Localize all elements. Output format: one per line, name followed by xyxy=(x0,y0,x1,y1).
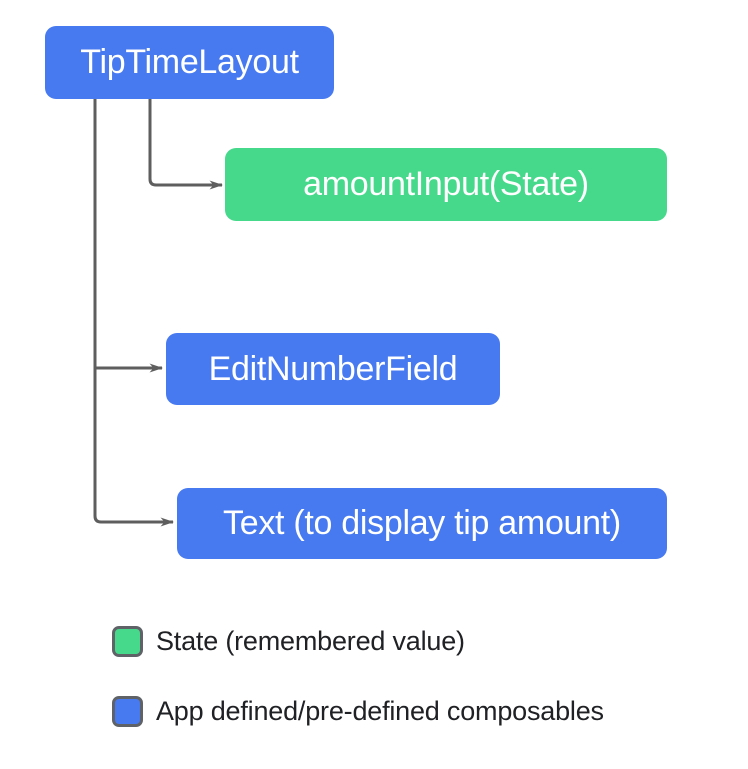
legend-swatch-state-green xyxy=(112,626,143,657)
legend-label-composables: App defined/pre-defined composables xyxy=(156,696,604,726)
edge-root-to-amountinput xyxy=(148,99,223,190)
legend-label-state: State (remembered value) xyxy=(156,626,465,656)
node-tiptimelayout-label: TipTimeLayout xyxy=(80,43,299,81)
legend-item-composables: App defined/pre-defined composables xyxy=(112,696,604,727)
node-tiptimelayout: TipTimeLayout xyxy=(45,26,334,99)
node-editnumberfield-label: EditNumberField xyxy=(208,349,458,388)
edge-root-to-text xyxy=(93,99,174,527)
node-amountinput-state-label: amountInput(State) xyxy=(303,165,589,203)
node-amountinput-state: amountInput(State) xyxy=(225,148,667,221)
node-text-tip-amount-label: Text (to display tip amount) xyxy=(223,504,621,542)
legend-swatch-composables-blue xyxy=(112,696,143,727)
node-text-tip-amount: Text (to display tip amount) xyxy=(177,488,667,559)
node-editnumberfield: EditNumberField xyxy=(166,333,500,405)
legend-item-state: State (remembered value) xyxy=(112,626,465,657)
